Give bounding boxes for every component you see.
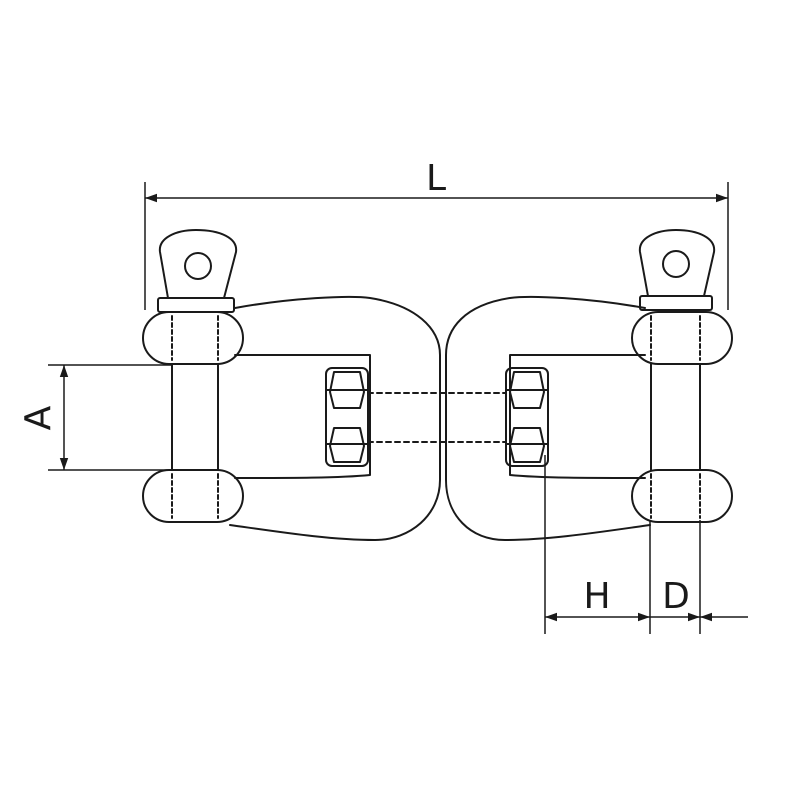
left-pin-eye-hole bbox=[184, 252, 212, 280]
left-shackle bbox=[142, 229, 441, 541]
left-pin-collar bbox=[157, 297, 235, 313]
label-H: H bbox=[583, 576, 610, 617]
right-shackle-inner bbox=[509, 353, 646, 479]
swivel-bolt bbox=[367, 392, 507, 443]
left-upper-lug bbox=[142, 311, 244, 365]
left-lower-lug bbox=[142, 469, 244, 523]
left-shackle-bow bbox=[229, 295, 441, 541]
label-A: A bbox=[18, 405, 59, 430]
right-pin-eye-hole bbox=[662, 250, 690, 278]
dimension-A bbox=[48, 364, 172, 471]
right-upper-lug bbox=[631, 311, 733, 365]
left-shackle-inner bbox=[234, 353, 371, 479]
label-D: D bbox=[662, 576, 690, 617]
right-pin-collar bbox=[639, 295, 713, 311]
dimension-D bbox=[650, 520, 748, 634]
right-pin-eye bbox=[638, 229, 716, 297]
dimension-H bbox=[544, 455, 651, 634]
dimension-L bbox=[144, 182, 729, 310]
right-lower-lug bbox=[631, 469, 733, 523]
label-L: L bbox=[426, 158, 446, 199]
left-swivel-nut bbox=[325, 367, 369, 467]
left-pin-eye bbox=[158, 229, 238, 299]
right-shackle-bow bbox=[445, 295, 651, 541]
right-swivel-nut bbox=[505, 367, 549, 467]
right-shackle bbox=[445, 229, 733, 541]
